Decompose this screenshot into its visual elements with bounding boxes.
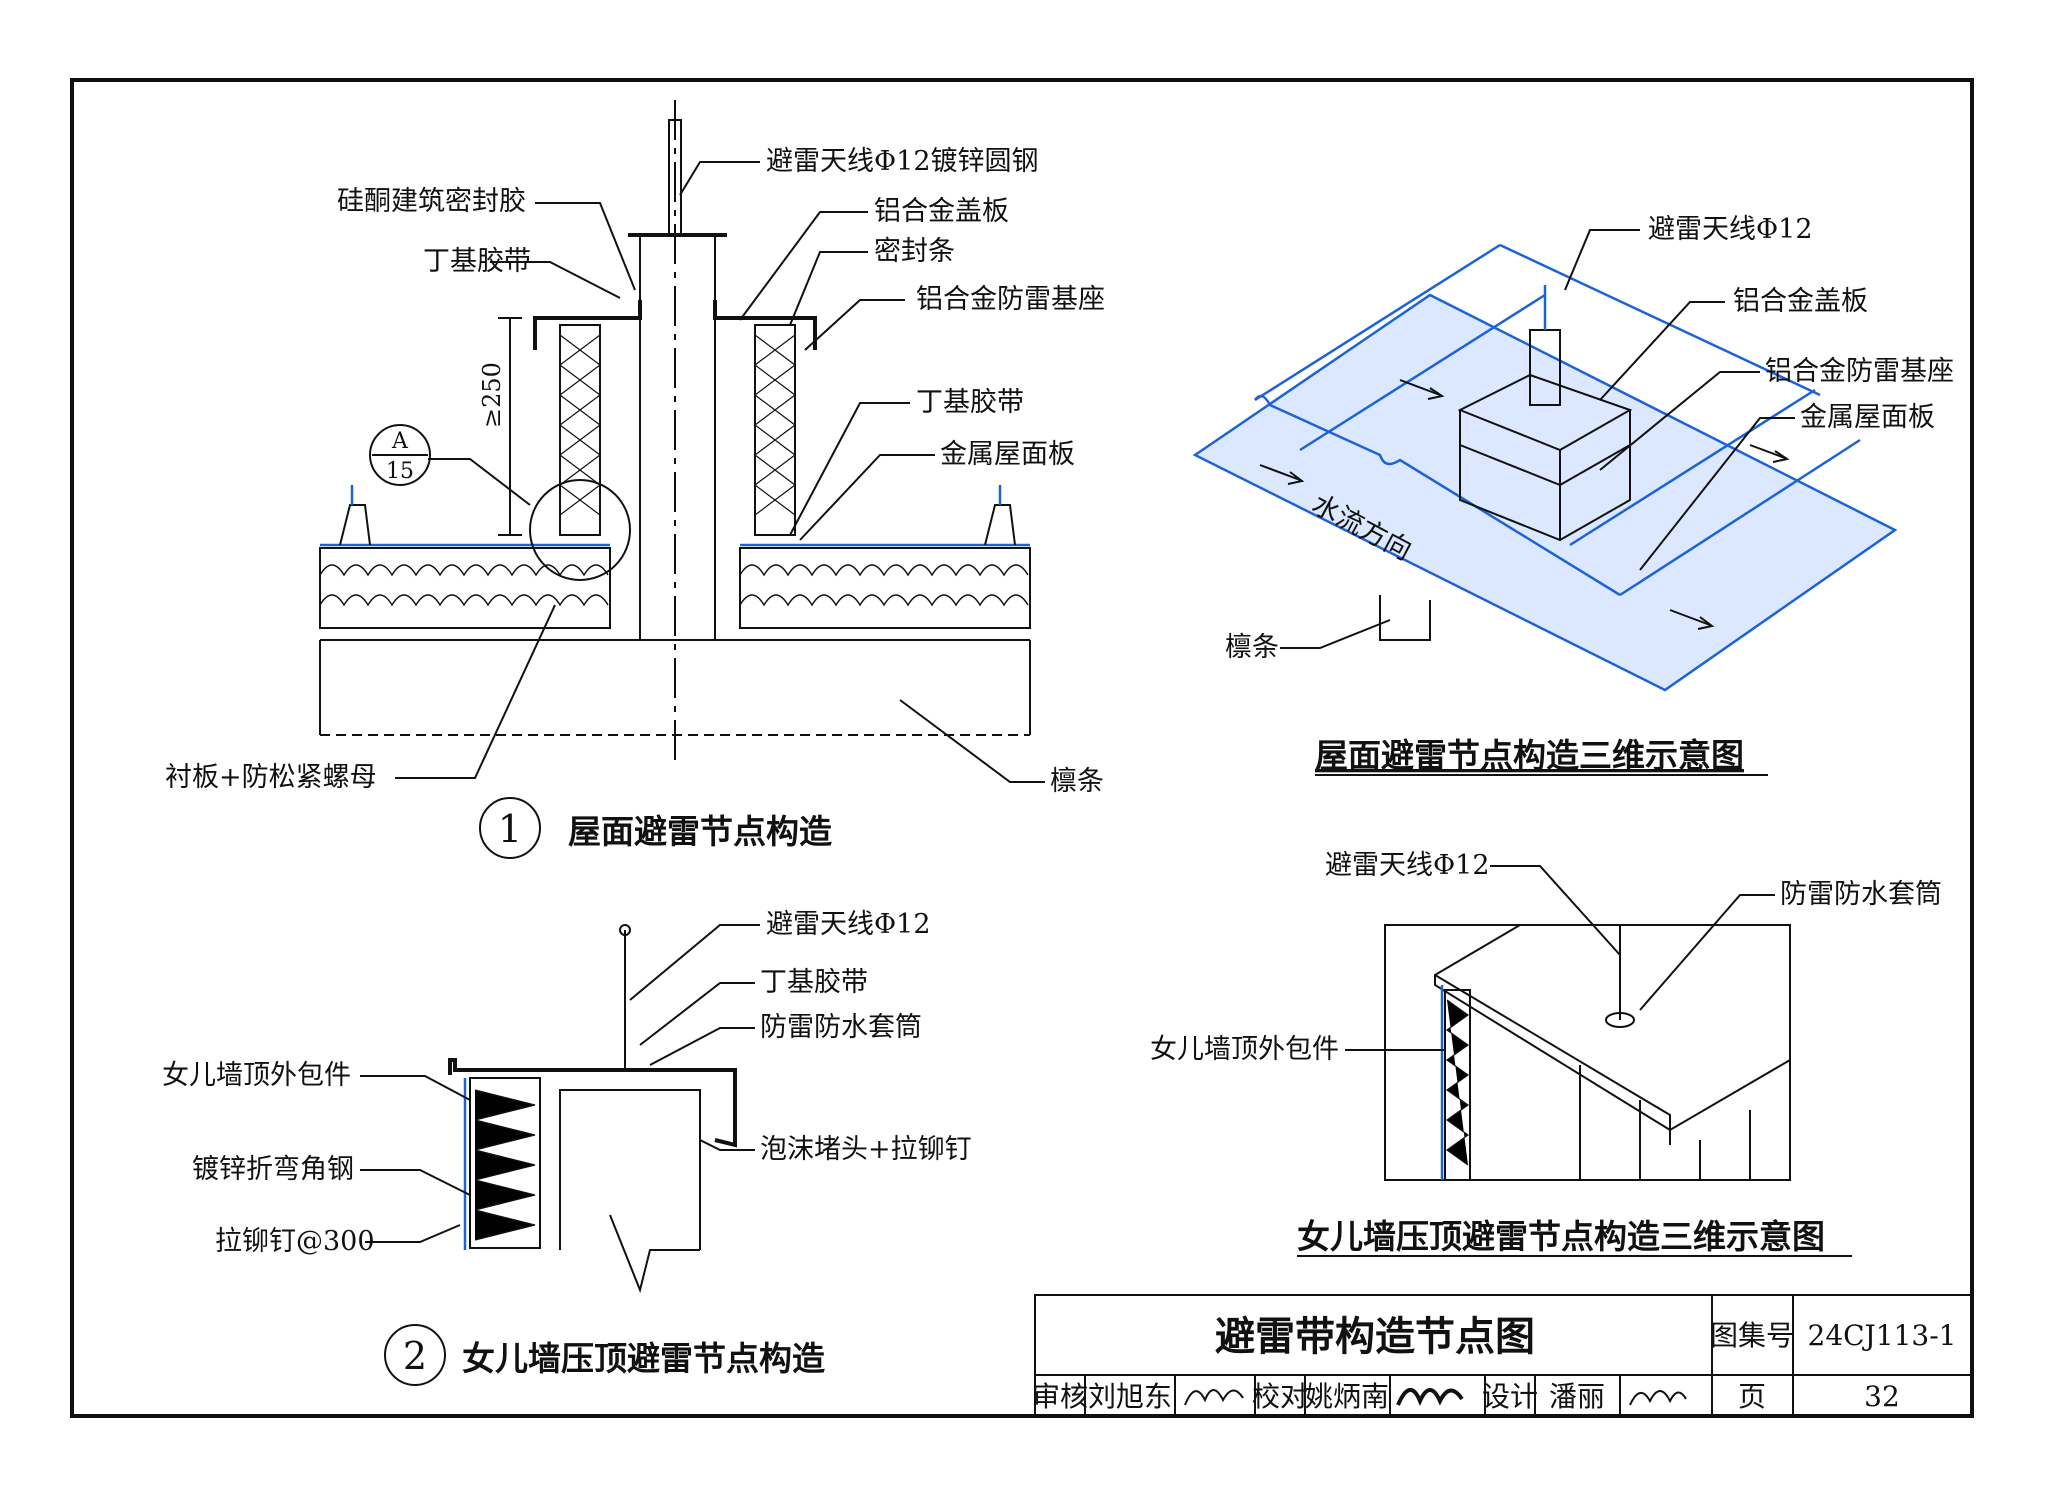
designer-name: 潘丽 xyxy=(1549,1380,1605,1413)
label-coping-parapet-3d: 女儿墙顶外包件 xyxy=(1150,1034,1339,1065)
ref-bubble-top: A xyxy=(391,429,409,454)
detail-1-leaders xyxy=(395,161,1045,783)
parapet-3d-leaders xyxy=(1345,865,1775,1051)
sheet-border xyxy=(70,78,1974,1418)
label-base-3d: 铝合金防雷基座 xyxy=(1765,356,1954,387)
label-antenna-3d: 避雷天线Φ12 xyxy=(1648,214,1813,245)
label-antenna-2: 避雷天线Φ12 xyxy=(766,909,931,940)
drawing-title: 避雷带构造节点图 xyxy=(1215,1314,1535,1360)
label-butyl-1: 丁基胶带 xyxy=(916,387,1024,418)
label-purlin-3d: 檩条 xyxy=(1225,632,1279,663)
label-butyl-top: 丁基胶带 xyxy=(423,246,531,277)
label-washer-nut: 衬板+防松紧螺母 xyxy=(165,762,377,793)
label-cover-1: 铝合金盖板 xyxy=(874,196,1009,227)
label-cover-3d: 铝合金盖板 xyxy=(1733,286,1868,317)
checker-signature xyxy=(1396,1388,1464,1407)
detail-1-number-circle xyxy=(479,797,541,859)
detail-2-drawing xyxy=(448,924,737,1294)
label-coping-2: 女儿墙顶外包件 xyxy=(162,1060,351,1091)
detail-ref-bubble xyxy=(369,424,431,486)
label-rivet-spacing: 拉铆钉@300 xyxy=(215,1226,375,1257)
label-seal-strip: 密封条 xyxy=(874,236,955,267)
design-label: 设计 xyxy=(1482,1380,1538,1413)
label-base-1: 铝合金防雷基座 xyxy=(916,284,1105,315)
parapet-3d-drawing xyxy=(1384,924,1791,1181)
reviewer-signature xyxy=(1184,1389,1244,1406)
atlas-number: 24CJ113-1 xyxy=(1808,1319,1957,1352)
label-purlin-1: 檩条 xyxy=(1050,766,1104,797)
label-silicone: 硅酮建筑密封胶 xyxy=(337,186,526,217)
review-label: 审核 xyxy=(1032,1380,1088,1413)
detail-2-number-circle xyxy=(384,1324,446,1386)
label-roof-panel-1: 金属屋面板 xyxy=(940,439,1075,470)
label-sleeve-parapet-3d: 防雷防水套筒 xyxy=(1780,879,1942,910)
ref-bubble-bottom: 15 xyxy=(386,459,414,484)
designer-signature xyxy=(1629,1390,1687,1406)
label-antenna-parapet-3d: 避雷天线Φ12 xyxy=(1325,850,1490,881)
checker-name: 姚炳南 xyxy=(1305,1380,1389,1413)
detail-1-number: 1 xyxy=(498,807,522,851)
detail-1-caption: 屋面避雷节点构造 xyxy=(568,812,832,851)
label-foam-rivet: 泡沫堵头+拉铆钉 xyxy=(760,1134,972,1165)
roof-3d-leaders xyxy=(1280,229,1795,649)
label-sleeve-2: 防雷防水套筒 xyxy=(760,1012,922,1043)
label-antenna-1: 避雷天线Φ12镀锌圆钢 xyxy=(766,146,1039,177)
roof-3d-caption: 屋面避雷节点构造三维示意图 xyxy=(1315,736,1744,775)
atlas-label: 图集号 xyxy=(1710,1319,1794,1352)
page-number: 32 xyxy=(1864,1380,1900,1413)
detail-1-drawing xyxy=(319,100,1031,760)
label-butyl-2: 丁基胶带 xyxy=(760,967,868,998)
page-label: 页 xyxy=(1738,1380,1766,1413)
roof-3d-drawing xyxy=(1192,243,1898,692)
label-roof-panel-3d: 金属屋面板 xyxy=(1800,402,1935,433)
check-label: 校对 xyxy=(1252,1380,1308,1413)
title-block xyxy=(1034,1294,1973,1417)
detail-2-caption: 女儿墙压顶避雷节点构造 xyxy=(462,1339,825,1378)
parapet-3d-caption: 女儿墙压顶避雷节点构造三维示意图 xyxy=(1297,1217,1825,1256)
detail-2-leaders xyxy=(360,924,760,1243)
reviewer-name: 刘旭东 xyxy=(1088,1380,1172,1413)
label-angle: 镀锌折弯角钢 xyxy=(192,1154,354,1185)
detail-2-number: 2 xyxy=(403,1334,427,1378)
dimension-label: ≥250 xyxy=(478,362,506,428)
